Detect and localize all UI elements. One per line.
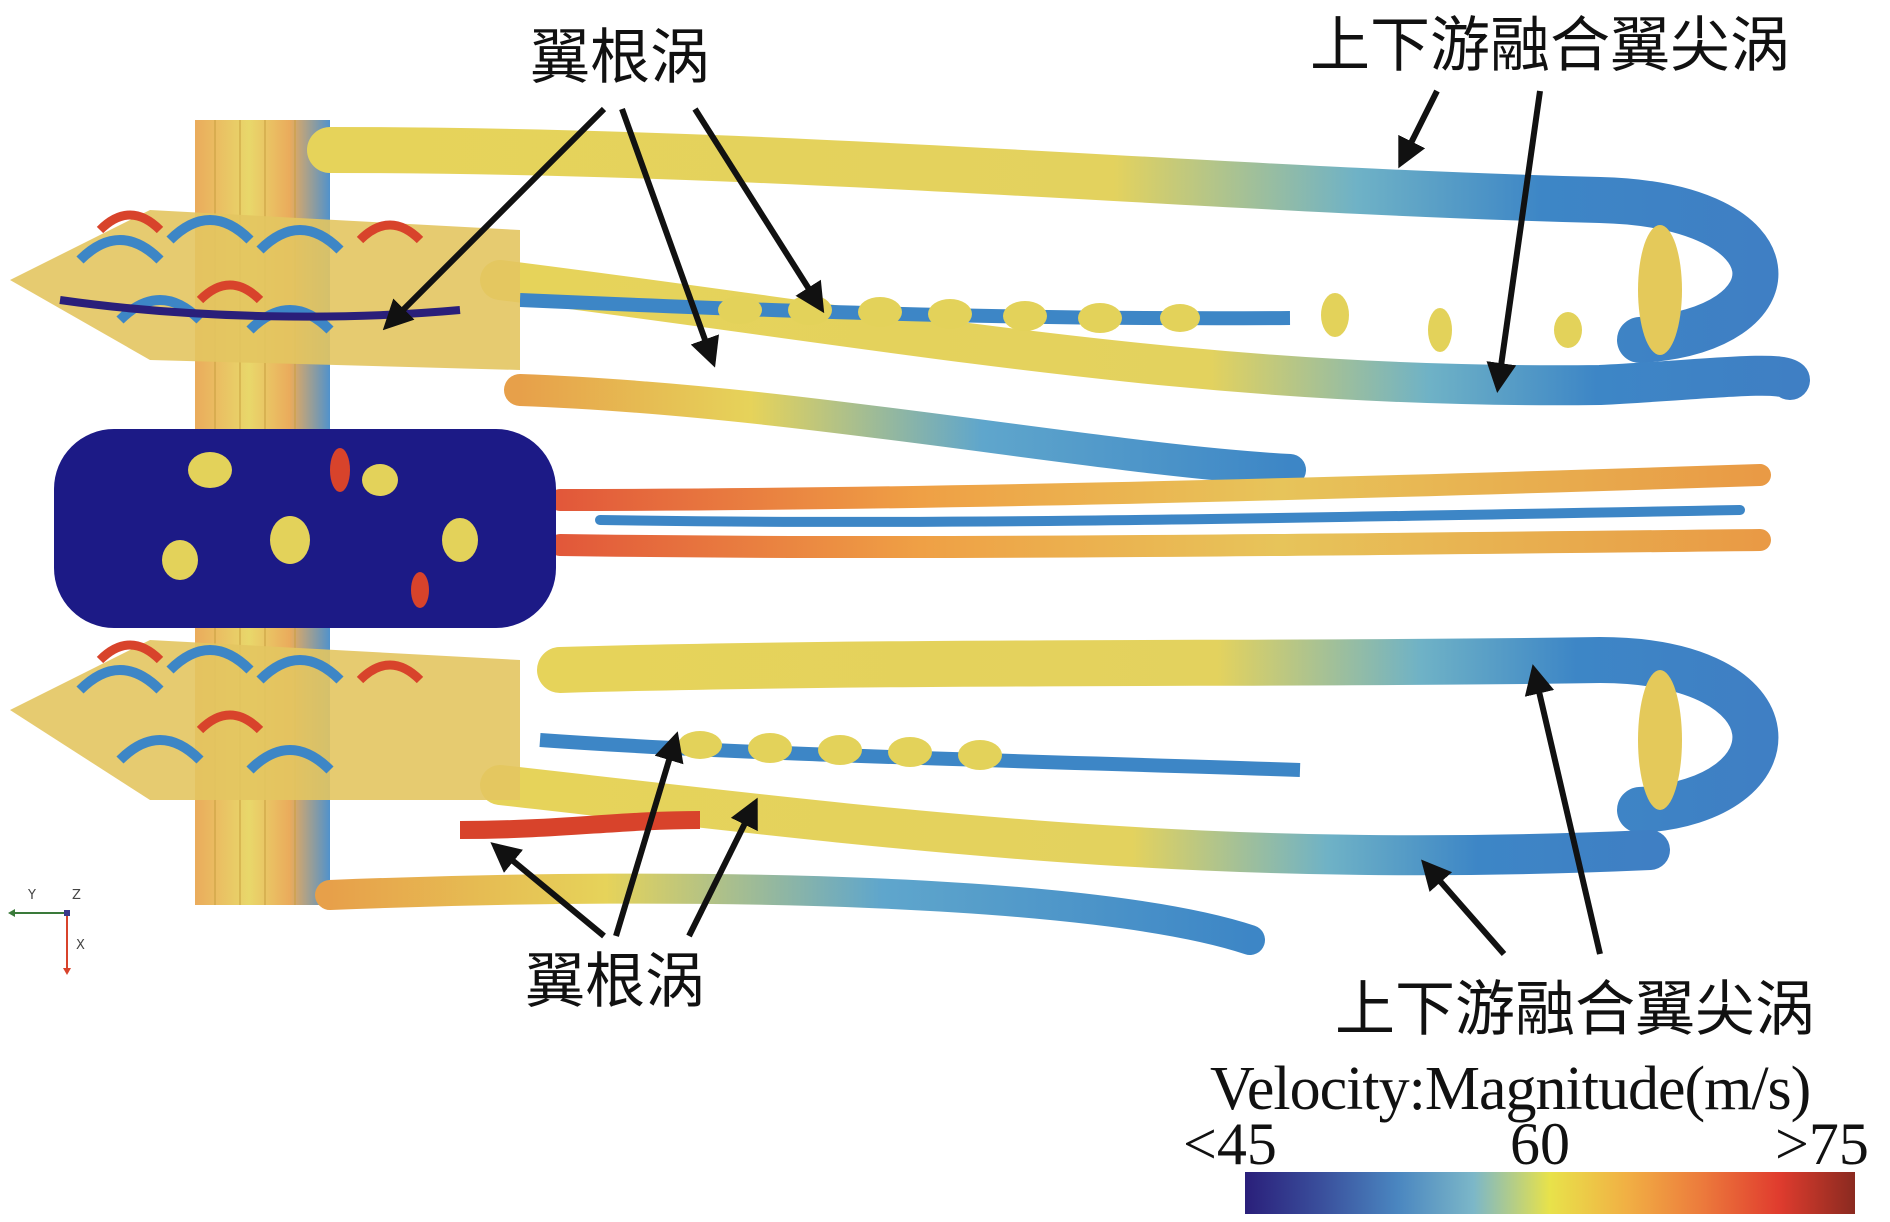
axis-z-label: Z [72, 888, 81, 903]
axis-x-label: X [76, 938, 85, 953]
upper-tip-vortex-tube [307, 127, 1810, 486]
colorbar-max-label: >75 [1775, 1111, 1869, 1177]
tip-vortex-label-bottom: 上下游融合翼尖涡 [1335, 975, 1815, 1045]
colorbar-title: Velocity:Magnitude(m/s) [1210, 1055, 1811, 1123]
lower-root-vortex-beads [539, 731, 1301, 777]
velocity-colorbar [1245, 1172, 1855, 1214]
tip-vortex-label-top: 上下游融合翼尖涡 [1310, 11, 1790, 81]
axes-triad [8, 909, 71, 975]
central-wake [549, 464, 1771, 559]
lower-tip-vortex-tube [315, 636, 1779, 955]
axis-y-label: Y [28, 888, 36, 903]
colorbar-mid-label: 60 [1510, 1111, 1570, 1177]
annotation-arrows [382, 89, 1603, 956]
upper-root-vortex-beads [519, 293, 1582, 352]
root-vortex-label-top: 翼根涡 [530, 23, 710, 93]
colorbar-min-label: <45 [1183, 1111, 1277, 1177]
upper-propeller-wake [10, 210, 520, 370]
root-vortex-label-bottom: 翼根涡 [525, 947, 705, 1017]
lower-propeller-wake [10, 640, 701, 839]
